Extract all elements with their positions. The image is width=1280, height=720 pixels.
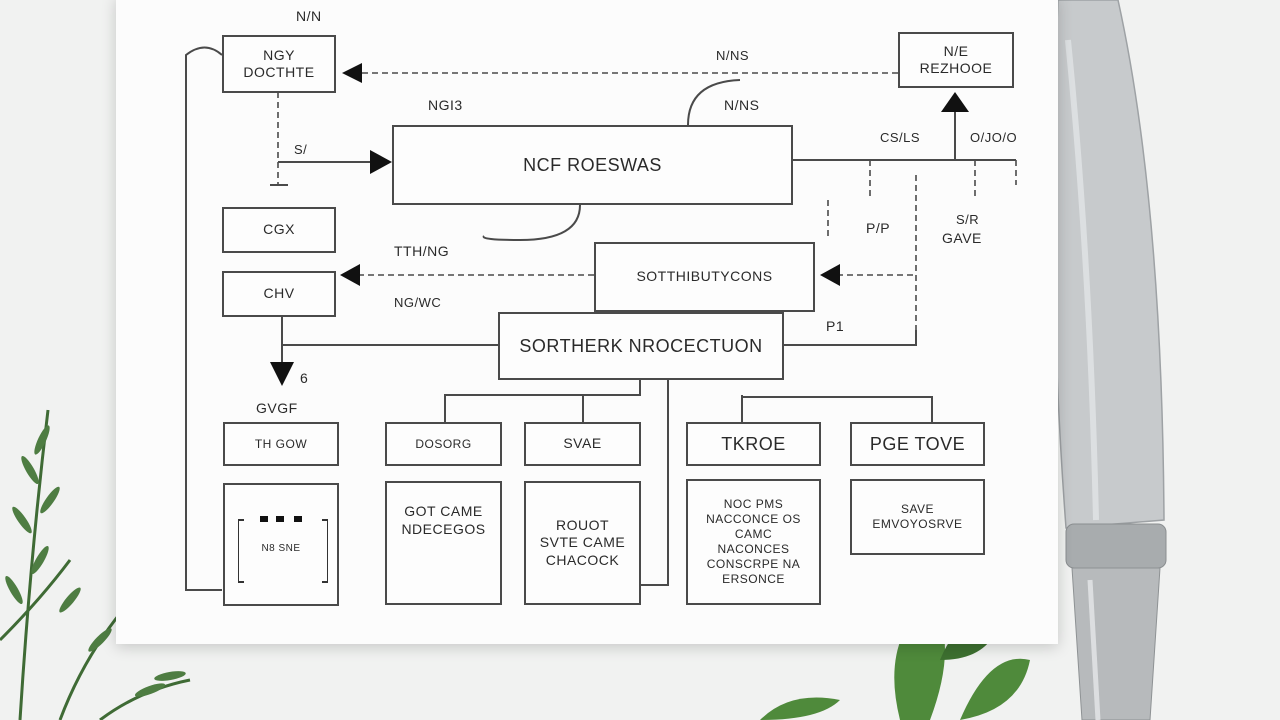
d5-line-2: EMVOYOSRVE (872, 517, 963, 531)
top-left-box: NGY DOCTHTE (222, 35, 336, 93)
d4-line-1: NOC PMS (723, 497, 784, 511)
b3-box: SVAE (524, 422, 641, 466)
arch-box: SORTHERK NROCECTUON (498, 312, 784, 380)
d4-line-3: CAMC (734, 527, 773, 541)
label-p1: P1 (826, 318, 845, 334)
b4-box: TKROE (686, 422, 821, 466)
top-right-box: N/E REZHOOE (898, 32, 1014, 88)
d2-line-2: NDECEGOS (401, 520, 486, 537)
label-sr: S/R (956, 212, 980, 227)
d4-box: NOC PMS NACCONCE OS CAMC NACONCES CONSCR… (686, 479, 821, 605)
label-gave: GAVE (942, 230, 982, 246)
label-mid-top: N/NS (716, 48, 750, 63)
d1-box: N8 SNE (223, 483, 339, 606)
d3-line-2: SVTE CAME (539, 534, 626, 551)
d2-line-1: GOT CAME (404, 503, 483, 519)
label-bottom-num: 6 (300, 370, 309, 386)
d4-line-6: ERSONCE (722, 572, 785, 586)
label-right-callouts: CS/LS (880, 130, 921, 145)
d3-line-3: CHACOCK (545, 551, 620, 568)
top-right-line-2: REZHOOE (919, 60, 993, 76)
label-right-top: N/NS (724, 97, 760, 113)
b1-box: TH GOW (223, 422, 339, 466)
b2-box: DOSORG (385, 422, 502, 466)
label-ngave: NG/WC (394, 295, 442, 310)
label-top: N/N (296, 8, 322, 24)
d1-line-2: N8 SNE (261, 543, 301, 555)
label-center-top: NGI3 (428, 97, 463, 113)
cx-box: CGX (222, 207, 336, 253)
top-right-line-1: N/E (943, 42, 969, 59)
d2-box: GOT CAME NDECEGOS (385, 481, 502, 605)
d3-box: ROUOT SVTE CAME CHACOCK (524, 481, 641, 605)
d1-bracket (238, 516, 328, 583)
label-trunk: TTH/NG (394, 243, 450, 259)
sort-box: SOTTHIBUTYCONS (594, 242, 815, 312)
d4-line-5: CONSCRPE NA (706, 557, 801, 571)
b5-box: PGE TOVE (850, 422, 985, 466)
d4-line-2: NACCONCE OS (706, 512, 801, 526)
label-right-callouts-2: O/JO/O (970, 130, 1018, 145)
label-left-mid: S/ (294, 142, 308, 157)
top-left-line-2: DOCTHTE (243, 64, 315, 80)
d5-line-1: SAVE (900, 502, 935, 516)
top-left-line-1: NGY (263, 46, 295, 63)
label-pp: P/P (866, 220, 891, 236)
main-box: NCF ROESWAS (392, 125, 793, 205)
label-bottom-title: GVGF (256, 400, 298, 416)
d5-box: SAVE EMVOYOSRVE (850, 479, 985, 555)
knife-icon (1052, 0, 1167, 720)
ch-box: CHV (222, 271, 336, 317)
d3-line-1: ROUOT (555, 516, 610, 533)
d4-line-4: NACONCES (717, 542, 790, 556)
